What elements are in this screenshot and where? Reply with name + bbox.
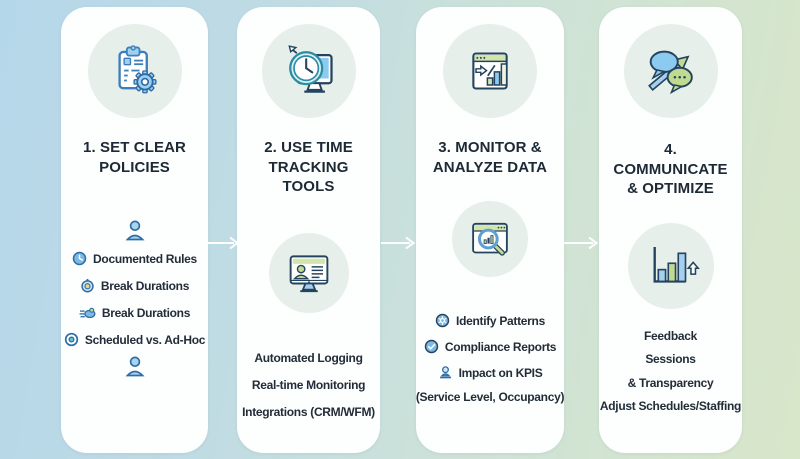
arrow-right-icon bbox=[204, 235, 240, 251]
clock-icon bbox=[72, 251, 87, 266]
list-item-label: Identify Patterns bbox=[456, 313, 545, 328]
list-item-label: Documented Rules bbox=[93, 251, 197, 266]
list-item-label: Compliance Reports bbox=[444, 339, 557, 354]
magnifier-chart-icon bbox=[472, 222, 508, 256]
list-item-label: Scheduled vs. Ad-Hoc bbox=[84, 332, 206, 347]
speech-bubbles-arrow-icon bbox=[647, 50, 693, 95]
list-item: Identify Patterns bbox=[416, 313, 564, 328]
list-item-label: Impact on KPIS bbox=[458, 365, 543, 380]
list-item: Break Durations bbox=[61, 305, 208, 320]
mid-icon-circle bbox=[268, 232, 349, 313]
stopwatch-icon bbox=[81, 278, 94, 293]
person-icon bbox=[61, 355, 208, 377]
hero-icon-circle bbox=[87, 24, 182, 118]
optimize-list: Feedback Sessions & Transparency Adjust … bbox=[599, 325, 742, 419]
arrow-right-icon bbox=[380, 235, 416, 251]
gear-circle-icon bbox=[435, 313, 450, 328]
speed-icon bbox=[79, 307, 96, 319]
hero-icon-circle bbox=[443, 24, 537, 118]
list-item: Impact on KPIS bbox=[416, 365, 564, 380]
list-item-label: Real-time Monitoring bbox=[251, 377, 366, 392]
card-communicate-optimize: 4. COMMUNICATE & OPTIMIZE Feedback Sessi… bbox=[599, 7, 742, 453]
list-item-label: Break Durations bbox=[100, 278, 190, 293]
mid-icon-circle bbox=[452, 201, 528, 277]
mid-icon-circle bbox=[627, 222, 714, 309]
list-item: Compliance Reports bbox=[416, 339, 564, 354]
hero-icon-circle bbox=[261, 24, 356, 118]
card-set-clear-policies: 1. SET CLEAR POLICIES Documented Rules bbox=[61, 7, 208, 453]
list-item: (Service Level, Occupancy) bbox=[415, 389, 565, 404]
list-item-label: Automated Logging bbox=[254, 350, 363, 365]
column-title: 3. MONITOR & ANALYZE DATA bbox=[432, 139, 548, 176]
target-icon bbox=[64, 332, 79, 347]
list-item: Documented Rules bbox=[61, 251, 208, 266]
arrow-right-icon bbox=[563, 235, 599, 251]
monitor-profile-icon bbox=[289, 254, 328, 292]
person-desk-icon bbox=[439, 366, 451, 379]
person-icon bbox=[61, 219, 208, 241]
check-circle-icon bbox=[424, 339, 439, 354]
tools-list: Automated Logging Real-time Monitoring I… bbox=[237, 345, 380, 426]
column-title: 2. USE TIME TRACKING TOOLS bbox=[264, 139, 353, 195]
card-monitor-analyze-data: 3. MONITOR & ANALYZE DATA bbox=[416, 7, 564, 453]
list-item-label: (Service Level, Occupancy) bbox=[415, 389, 565, 404]
bar-chart-up-icon bbox=[653, 246, 700, 283]
column-title: 4. COMMUNICATE & OPTIMIZE bbox=[613, 141, 728, 197]
list-item: Break Durations bbox=[61, 278, 208, 293]
clock-monitor-icon bbox=[287, 45, 333, 93]
card-use-time-tracking-tools: 2. USE TIME TRACKING TOOLS Automated Log… bbox=[237, 7, 380, 453]
browser-chart-icon bbox=[472, 52, 508, 90]
list-item-label: Sessions bbox=[645, 352, 696, 366]
list-item: Scheduled vs. Ad-Hoc bbox=[61, 332, 208, 347]
list-item-label: Adjust Schedules/Staffing bbox=[599, 399, 742, 413]
list-item-label: Break Durations bbox=[101, 305, 191, 320]
hero-icon-circle bbox=[623, 24, 718, 118]
column-title: 1. SET CLEAR POLICIES bbox=[83, 139, 186, 176]
list-item-label: Feedback bbox=[644, 328, 697, 343]
list-item-label: Integrations (CRM/WFM) bbox=[242, 404, 375, 419]
analysis-list: Identify Patterns Compliance Reports Imp… bbox=[415, 313, 565, 404]
list-item-label: & Transparency bbox=[627, 375, 714, 390]
policy-list: Documented Rules Break Durations bbox=[61, 251, 208, 347]
clipboard-gear-icon bbox=[117, 45, 157, 94]
